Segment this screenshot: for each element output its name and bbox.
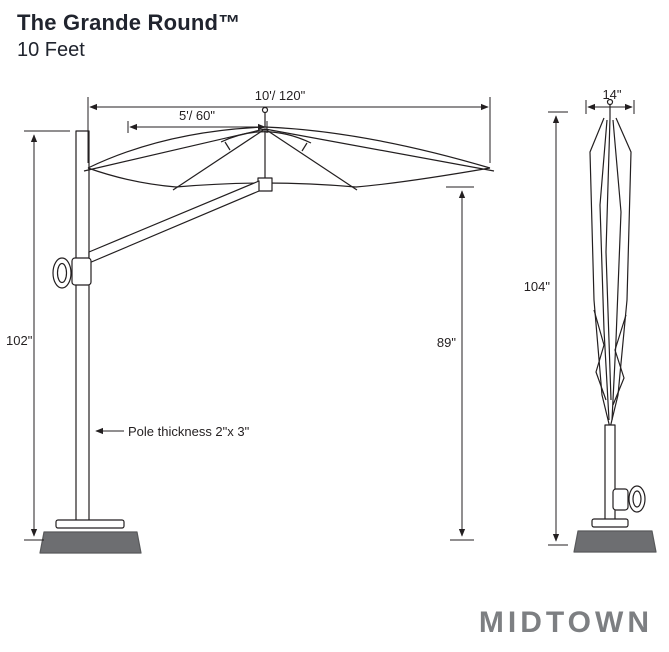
dimension-open-half-width [127, 121, 268, 133]
dimension-open-width [87, 97, 491, 163]
open-umbrella-base [39, 531, 142, 554]
clearance-label: 89" [437, 335, 456, 350]
closed-height-label: 104" [524, 279, 551, 294]
dimension-clearance [446, 186, 474, 541]
pole-thickness-label: Pole thickness 2"x 3" [128, 424, 250, 439]
header: The Grande Round™ 10 Feet [17, 10, 240, 62]
open-umbrella-drawing [39, 106, 495, 554]
closed-umbrella-base [573, 530, 657, 553]
dimension-closed-width [585, 100, 635, 114]
open-umbrella-crank [52, 257, 92, 289]
pole-height-label: 102" [6, 333, 33, 348]
open-half-width-label: 5'/ 60" [179, 108, 215, 123]
open-umbrella-arm [88, 180, 260, 264]
closed-width-label: 14" [602, 87, 621, 102]
dimension-closed-height [548, 111, 568, 546]
product-size: 10 Feet [17, 39, 85, 61]
open-umbrella-pole [75, 130, 90, 528]
open-width-label: 10'/ 120" [255, 88, 306, 103]
closed-umbrella-drawing [573, 98, 657, 553]
closed-umbrella-canopy [589, 117, 611, 429]
closed-umbrella-crank [612, 485, 646, 513]
brand-logo: MIDTOWN [478, 606, 653, 639]
product-title: The Grande Round™ [17, 10, 241, 35]
dimension-pole-height [24, 130, 70, 541]
